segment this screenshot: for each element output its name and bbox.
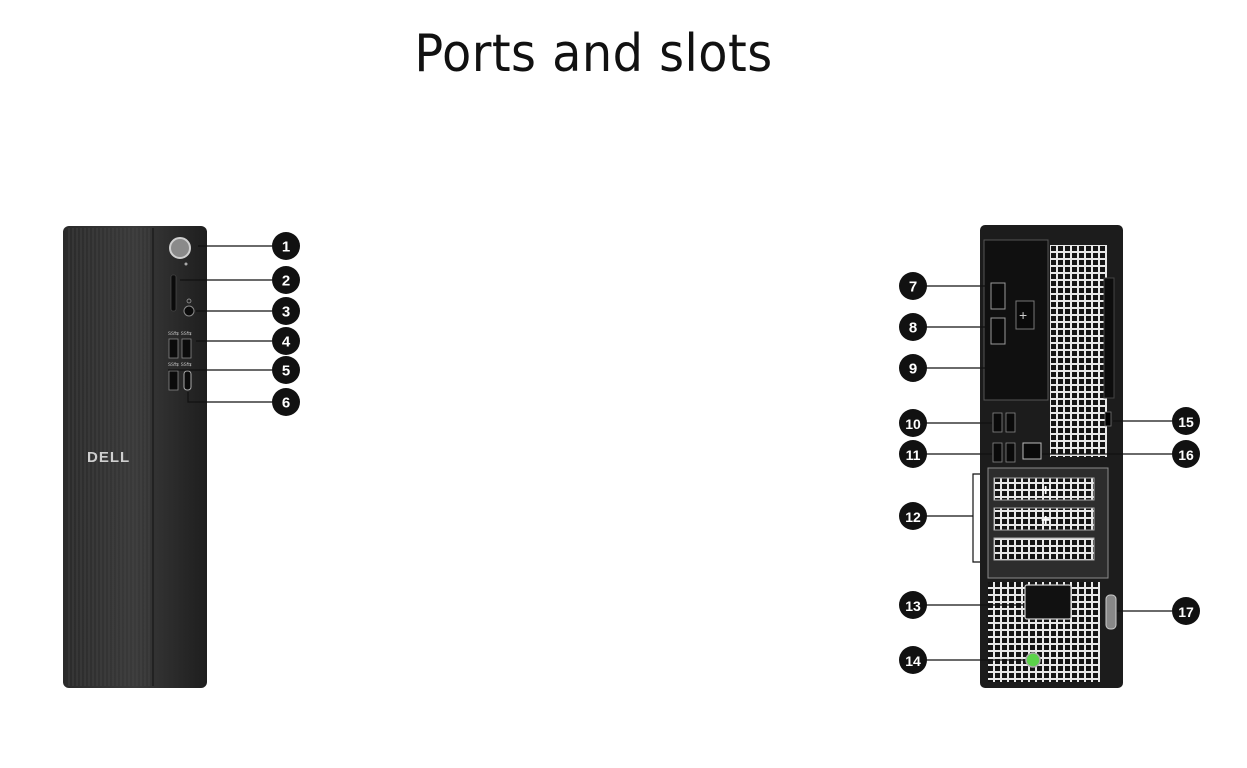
rear-view: + + + (899, 225, 1200, 688)
power-connector[interactable] (1024, 584, 1072, 620)
rear-callout-7: 7 (899, 272, 927, 300)
front-callout-1: 1 (272, 232, 300, 260)
svg-text:12: 12 (905, 509, 921, 525)
rear-usb-port-1[interactable] (992, 412, 1003, 433)
dell-logo: DELL (87, 449, 130, 466)
rear-callout-10: 10 (899, 409, 927, 437)
svg-text:7: 7 (909, 279, 917, 296)
rear-callout-11: 11 (899, 440, 927, 468)
usb-a-port-1[interactable] (168, 338, 179, 359)
front-callout-5: 5 (272, 356, 300, 384)
svg-text:8: 8 (909, 320, 917, 337)
rear-callout-16: 16 (1172, 440, 1200, 468)
svg-text:16: 16 (1178, 447, 1194, 463)
rear-usb-port-4[interactable] (1005, 442, 1016, 463)
sd-card-slot[interactable] (170, 274, 177, 312)
rear-callout-12: 12 (899, 502, 927, 530)
front-callout-3: 3 (272, 297, 300, 325)
kensington-slot[interactable] (1104, 411, 1112, 427)
svg-text:15: 15 (1178, 414, 1194, 430)
optional-port-slot[interactable] (1015, 300, 1035, 330)
displayport-port[interactable] (990, 282, 1006, 310)
plus-icon: + (1041, 512, 1050, 529)
rear-callout-13: 13 (899, 591, 927, 619)
svg-text:6: 6 (282, 395, 290, 412)
expansion-slot-1[interactable] (993, 477, 1095, 501)
svg-text:1: 1 (282, 239, 290, 256)
usb-a-port-3[interactable] (168, 370, 179, 391)
front-ribbed-panel (66, 228, 152, 686)
rear-callout-8: 8 (899, 313, 927, 341)
front-leader-lines (168, 245, 272, 403)
front-view: ss⇆ ss⇆ ss⇆ ss⇆ DELL 1 2 3 4 5 6 (63, 226, 300, 688)
usb-icon: ss⇆ ss⇆ (168, 361, 192, 368)
svg-text:17: 17 (1178, 604, 1194, 620)
front-callout-2: 2 (272, 266, 300, 294)
rear-callout-9: 9 (899, 354, 927, 382)
front-callout-6: 6 (272, 388, 300, 416)
ethernet-port[interactable] (1022, 442, 1042, 460)
svg-text:4: 4 (282, 334, 291, 351)
usb-icon: ss⇆ ss⇆ (168, 330, 192, 337)
power-button[interactable] (169, 237, 191, 259)
svg-text:10: 10 (905, 416, 921, 432)
headset-icon (186, 298, 192, 304)
psu-diagnostic-led[interactable] (1025, 652, 1041, 668)
expansion-slot-2[interactable] (993, 507, 1095, 531)
hdmi-port[interactable] (990, 317, 1006, 345)
audio-jack[interactable] (183, 305, 195, 317)
front-callout-4: 4 (272, 327, 300, 355)
rear-callout-15: 15 (1172, 407, 1200, 435)
power-icon (184, 262, 188, 266)
svg-text:13: 13 (905, 598, 921, 614)
padlock-ring[interactable] (1103, 277, 1115, 399)
rear-usb-port-3[interactable] (992, 442, 1003, 463)
cable-cover-slot[interactable] (1105, 594, 1117, 630)
rear-callout-17: 17 (1172, 597, 1200, 625)
rear-vent-top (1050, 245, 1107, 457)
svg-text:9: 9 (909, 361, 917, 378)
usb-c-port[interactable] (183, 370, 192, 391)
plus-icon: + (1019, 307, 1027, 323)
rear-usb-port-2[interactable] (1005, 412, 1016, 433)
page-title: Ports and slots (414, 24, 773, 84)
plus-icon: + (1041, 482, 1050, 499)
svg-text:11: 11 (906, 447, 921, 463)
rear-callout-14: 14 (899, 646, 927, 674)
svg-text:3: 3 (282, 304, 290, 321)
usb-a-port-2[interactable] (181, 338, 192, 359)
rear-leader-lines (926, 285, 1172, 661)
svg-text:2: 2 (282, 273, 290, 290)
svg-text:5: 5 (282, 363, 290, 380)
svg-text:14: 14 (905, 653, 921, 669)
